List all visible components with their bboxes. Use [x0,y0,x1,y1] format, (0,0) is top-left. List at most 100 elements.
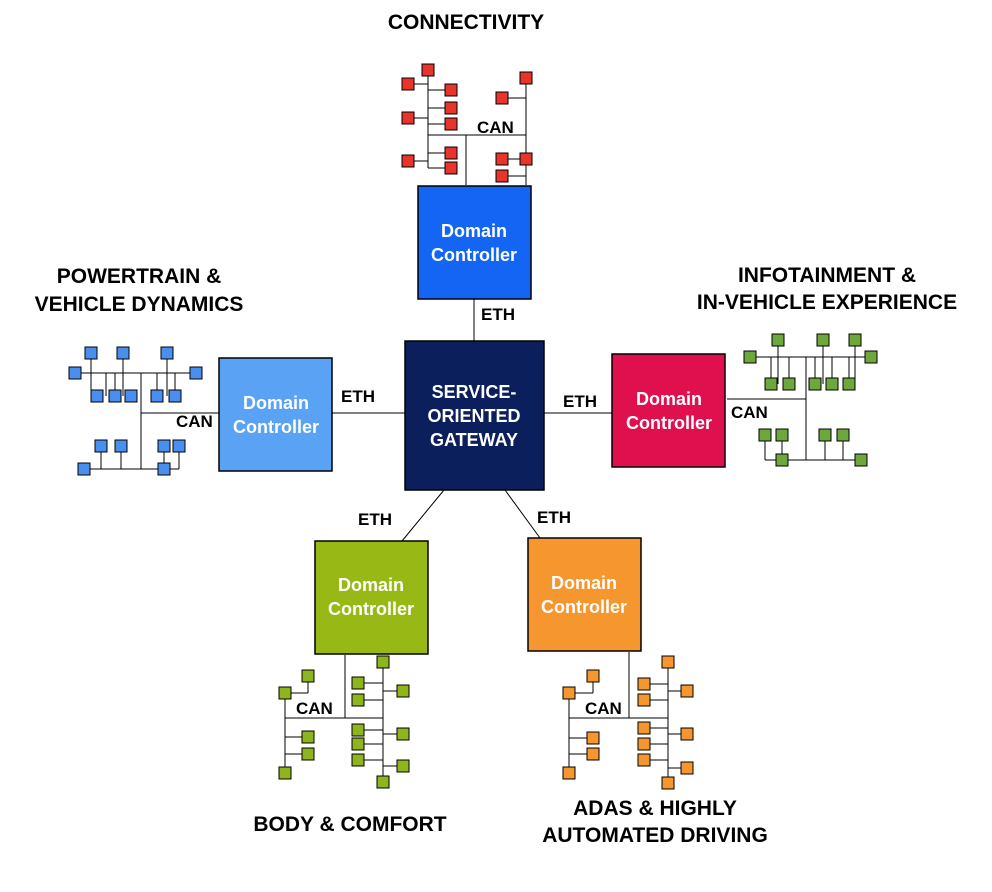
can-label-connectivity: CAN [477,118,514,137]
domain-controller-body[interactable]: Domain Controller [314,540,429,655]
ecu-node [301,730,315,744]
ecu-node [444,117,458,131]
ecu-node [764,377,778,391]
domain-controller-adas[interactable]: Domain Controller [527,537,642,652]
can-wiring [75,70,871,783]
can-bus-infotainment [727,340,871,461]
domain-controller-connectivity[interactable]: Domain Controller [417,185,532,300]
ecu-node [637,721,651,735]
domain-title-adas-line1: ADAS & HIGHLY [573,797,737,820]
ecu-node [278,766,292,780]
ecu-node [519,152,533,166]
ecu-node [444,101,458,115]
domain-title-infotainment-line1: INFOTAINMENT & [738,264,916,287]
ecu-node [401,111,415,125]
ecu-node [586,731,600,745]
ecu-node [661,655,675,669]
controller-box [218,357,333,472]
ecu-node [562,686,576,700]
ecu-node [189,366,203,380]
ecu-node [825,377,839,391]
eth-link-adas [504,489,541,539]
controller-label-line2: Controller [626,413,712,433]
ecu-node [743,350,757,364]
ecu-node [401,77,415,91]
ecu-node [157,462,171,476]
ecu-node [396,727,410,741]
can-label-body: CAN [296,699,333,718]
ecu-nodes-connectivity [401,63,533,183]
ecu-node [680,761,694,775]
domain-controller-powertrain[interactable]: Domain Controller [218,357,333,472]
ecu-node [124,389,138,403]
controller-label-line2: Controller [233,417,319,437]
gateway-box [404,340,545,491]
ecu-node [854,453,868,467]
domain-title-powertrain-line1: POWERTRAIN & [57,265,222,288]
ecu-node [808,377,822,391]
ecu-node [444,83,458,97]
gateway-label-line1: SERVICE- [432,382,517,402]
ecu-node [816,333,830,347]
ecu-node [782,377,796,391]
domain-title-connectivity: CONNECTIVITY [388,11,544,34]
can-bus-adas [568,652,687,783]
can-label-infotainment: CAN [731,403,768,422]
domain-controller-infotainment[interactable]: Domain Controller [611,353,726,468]
ecu-node [401,154,415,168]
ecu-node [680,684,694,698]
ecu-node [495,91,509,105]
ecu-node [351,753,365,767]
controller-label-line2: Controller [431,245,517,265]
ecu-node [775,428,789,442]
ecu-node [150,389,164,403]
eth-label-adas: ETH [537,508,571,527]
ecu-node [116,346,130,360]
controller-box [314,540,429,655]
service-oriented-gateway[interactable]: SERVICE- ORIENTED GATEWAY [404,340,545,491]
can-label-powertrain: CAN [176,412,213,431]
eth-links [332,298,612,542]
ecu-node [351,693,365,707]
ecu-node [421,63,435,77]
ecu-node [444,161,458,175]
ecu-node [351,737,365,751]
ecu-node [758,428,772,442]
controller-label-line1: Domain [636,389,702,409]
ecu-node [637,753,651,767]
domain-title-adas-line2: AUTOMATED DRIVING [542,824,768,847]
ecu-node [396,684,410,698]
ecu-node [68,366,82,380]
ecu-node [444,146,458,160]
controller-label-line1: Domain [441,221,507,241]
ecu-node [771,333,785,347]
ecu-node [90,389,104,403]
ecu-node [637,693,651,707]
ecu-node [351,676,365,690]
ecu-nodes-infotainment [743,333,878,467]
controller-box [417,185,532,300]
domain-title-powertrain-line2: VEHICLE DYNAMICS [35,293,244,316]
ecu-node [680,727,694,741]
ecu-node [864,350,878,364]
eth-label-connectivity: ETH [481,305,515,324]
ecu-node [172,439,186,453]
can-bus-body [284,655,403,782]
ecu-node [396,759,410,773]
domain-title-body: BODY & COMFORT [253,813,446,836]
controller-label-line2: Controller [328,599,414,619]
ecu-node [168,389,182,403]
ecu-node [637,737,651,751]
controller-label-line1: Domain [243,393,309,413]
ecu-node [562,766,576,780]
domain-title-infotainment-line2: IN-VEHICLE EXPERIENCE [697,291,957,314]
ecu-node [818,428,832,442]
ecu-node [94,439,108,453]
ecu-node [842,377,856,391]
can-label-adas: CAN [585,699,622,718]
ecu-node [301,669,315,683]
eth-label-infotainment: ETH [563,392,597,411]
ecu-node [586,747,600,761]
